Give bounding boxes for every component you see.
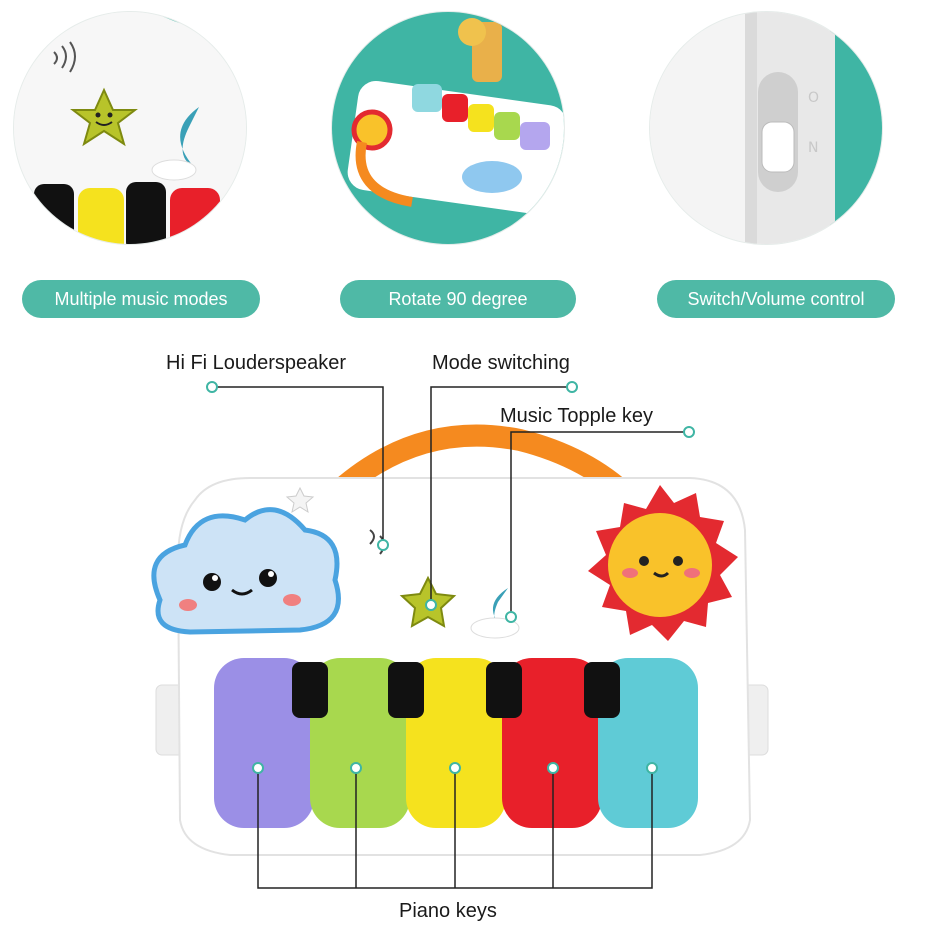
feature-label-rotate: Rotate 90 degree (340, 280, 576, 318)
feature-photo-switch: O N (650, 12, 882, 244)
callout-mode-switching: Mode switching (432, 352, 570, 374)
feature-label-switch: Switch/Volume control (657, 280, 895, 318)
callout-music-topple: Music Topple key (500, 405, 654, 427)
feature-photo-music-modes (14, 12, 246, 244)
svg-text:N: N (808, 140, 818, 156)
callout-piano-keys: Piano keys (399, 900, 497, 922)
svg-text:O: O (808, 90, 819, 106)
feature-label-music-modes: Multiple music modes (22, 280, 260, 318)
callout-speaker: Hi Fi Louderspeaker (166, 352, 347, 374)
feature-photo-rotate (332, 12, 564, 244)
